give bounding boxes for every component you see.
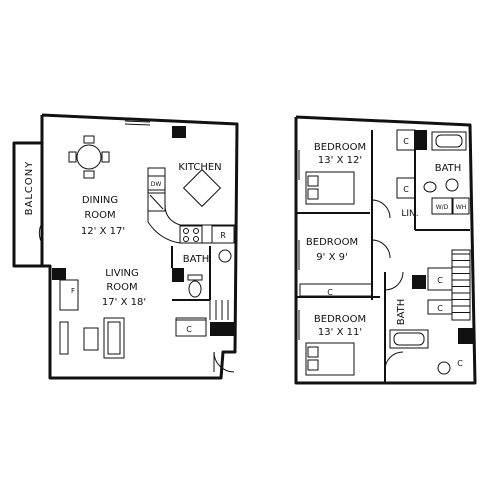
bedroom1-dimension: 13' X 12' [318, 155, 362, 166]
closet [396, 177, 416, 199]
closet-label: C [437, 276, 443, 285]
balcony-label: BALCONY [24, 161, 35, 216]
bath-label-first-floor: BATH [183, 254, 210, 265]
bathtub [431, 131, 467, 151]
bath-label-upper: BATH [435, 163, 462, 174]
wall-column-bath [172, 268, 184, 282]
bathtub-inner [435, 134, 463, 148]
window-top [124, 120, 151, 123]
sink-line [149, 194, 164, 210]
fireplace-label: F [71, 287, 75, 295]
media-console [59, 321, 69, 355]
burner [183, 228, 189, 234]
refrigerator-label: R [220, 231, 226, 240]
bath-label-lower: BATH [396, 299, 407, 326]
sofa [103, 317, 125, 359]
door [371, 199, 391, 219]
refrigerator [211, 225, 235, 244]
door [384, 351, 404, 371]
bedroom1-label: BEDROOM [314, 142, 366, 153]
balcony-door [38, 222, 43, 244]
bath-sink [437, 361, 451, 375]
dining-chair [68, 151, 77, 163]
bathtub [389, 329, 429, 349]
washer-dryer [431, 197, 453, 215]
closet-label: C [327, 288, 333, 297]
closet [299, 283, 373, 297]
burner [183, 236, 189, 242]
door [371, 239, 391, 259]
bedroom2-label: BEDROOM [306, 237, 358, 248]
dining-room-label: ROOM [84, 210, 115, 221]
living-room-label: ROOM [106, 282, 137, 293]
second-floor [294, 115, 477, 385]
dishwasher-label: DW [151, 181, 162, 188]
first-floor-outer-wall [40, 113, 239, 380]
washer-dryer-label: W/D [436, 204, 449, 211]
coffee-table [83, 327, 99, 351]
toilet [423, 181, 437, 193]
second-floor-outer-wall [294, 115, 477, 385]
door [384, 271, 404, 291]
toilet-tank [187, 274, 203, 281]
closet [427, 267, 453, 291]
pillow [307, 346, 319, 358]
closet-label: C [437, 304, 443, 313]
closet [175, 317, 207, 337]
dishwasher [147, 175, 166, 191]
toilet [188, 280, 202, 298]
first-floor [12, 113, 239, 380]
kitchen-label: KITCHEN [178, 162, 221, 173]
stairs-second-floor [451, 249, 471, 321]
wall-column-top [172, 126, 186, 138]
living-dimension: 17' X 18' [102, 297, 146, 308]
wall-column [412, 275, 426, 289]
dining-chair [101, 151, 110, 163]
closet-label-first-floor: C [186, 325, 192, 334]
burner [193, 236, 199, 242]
linen-label: LIN. [401, 209, 418, 219]
closet-label: C [403, 185, 409, 194]
closet [396, 129, 416, 151]
pillow [307, 188, 319, 200]
closet-label: C [457, 359, 463, 368]
dining-chair [83, 170, 95, 179]
bath-sink [445, 178, 459, 192]
burner [193, 228, 199, 234]
water-heater-label: WH [456, 204, 466, 211]
bedroom3-label: BEDROOM [314, 314, 366, 325]
window-top-inner [124, 123, 151, 126]
wall-column-entry [210, 322, 236, 336]
closet [427, 299, 453, 315]
dining-table [76, 144, 102, 170]
wall-column [458, 328, 474, 344]
wall-column [415, 130, 427, 150]
dining-label: DINING [82, 195, 118, 206]
kitchen-island [182, 168, 222, 208]
dining-chair [83, 135, 95, 144]
sofa-cushion [107, 321, 121, 355]
fireplace [59, 279, 79, 311]
bedroom3-dimension: 13' X 11' [318, 327, 362, 338]
bathtub-inner [393, 332, 425, 346]
bath-sink [218, 249, 232, 263]
stairs-first-floor [176, 300, 229, 321]
dining-dimension: 12' X 17' [81, 226, 125, 237]
living-label: LIVING [105, 268, 139, 279]
wall-column-left [52, 268, 66, 280]
water-heater [452, 197, 470, 215]
pillow [307, 175, 319, 187]
pillow [307, 359, 319, 371]
stove [179, 225, 203, 244]
bedroom2-dimension: 9' X 9' [316, 252, 347, 263]
closet-label: C [403, 137, 409, 146]
